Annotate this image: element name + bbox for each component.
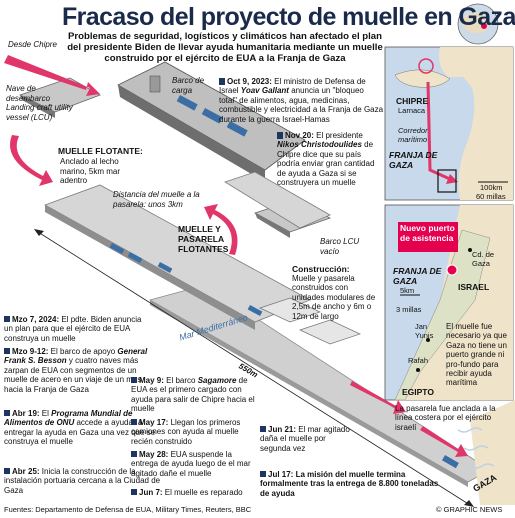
floating-pier-side: [45, 205, 255, 330]
label-barco-carga: Barco de carga: [172, 76, 205, 95]
map-label-nuevo-puerto: Nuevo puerto de asistencia: [400, 223, 455, 243]
map-label-larnaca: Larnaca: [398, 106, 426, 115]
timeline-bullet: [4, 410, 10, 416]
label-muelle-flotante-title: MUELLE FLOTANTE:: [58, 146, 143, 156]
label-distancia: Distancia del muelle a la pasarela: unos…: [113, 190, 200, 209]
map-label-egipto: EGIPTO: [402, 387, 434, 397]
label-muelle-flotante-text: Anclado al lecho marino, 5km mar adentro: [60, 157, 121, 185]
map-scale-mi-bottom: 3 millas: [396, 305, 422, 314]
timeline-may17: May 17: Llegan los primeros camiones con…: [131, 418, 241, 446]
label-muelle-pasarela: MUELLE Y PASARELA FLOTANTES: [178, 224, 229, 254]
timeline-jul17: Jul 17: La misión del muelle termina for…: [260, 470, 439, 498]
timeline-jun21: Jun 21: El mar agitado daña el muelle po…: [260, 425, 350, 453]
timeline-bullet: [4, 348, 10, 354]
timeline-mzo7: Mzo 7, 2024: El pdte. Biden anuncia un p…: [4, 315, 142, 343]
label-lcu: Nave de desembarco Landing craft utility…: [6, 84, 73, 122]
map-note: El muelle fue necesario ya que Gaza no t…: [446, 322, 507, 388]
cargo-ship: [117, 61, 306, 182]
map-scale-km-top: 100km: [480, 183, 503, 192]
timeline-may28: May 28: EUA suspende la entrega de ayuda…: [131, 450, 251, 478]
timeline-oct9: Oct 9, 2023: El ministro de Defensa de I…: [219, 77, 384, 124]
map-label-franja-bottom: FRANJA DE GAZA: [393, 266, 442, 286]
label-construccion-text: Muelle y pasarela construidos con unidad…: [292, 274, 376, 321]
map-top: [384, 46, 514, 201]
timeline-jun7: Jun 7: El muelle es reparado: [131, 488, 256, 497]
map-label-chipre: CHIPRE: [396, 96, 429, 106]
map-label-cd-gaza: Cd. de Gaza: [472, 250, 495, 268]
timeline-mzo9: Mzo 9-12: El barco de apoyo General Fran…: [4, 347, 148, 394]
timeline-bullet: [260, 471, 266, 477]
page-title: Fracaso del proyecto de muelle en Gaza: [62, 3, 515, 31]
beach-waves: [457, 427, 495, 469]
distance-arrow-head-bottom: [464, 500, 474, 507]
timeline-may9: May 9: El barco Sagamore de EUA es el pr…: [131, 376, 255, 414]
timeline-bullet: [131, 489, 137, 495]
timeline-nov20: Nov 20: El presidente Nikos Christodouli…: [277, 131, 375, 188]
map-bottom: [384, 204, 514, 401]
label-desde-chipre: Desde Chipre: [8, 40, 57, 49]
timeline-bullet: [219, 78, 225, 84]
label-pasarela-anclada: La pasarela fue anclada a la línea coste…: [395, 404, 496, 432]
timeline-bullet: [277, 132, 283, 138]
label-construccion-title: Construcción:: [292, 264, 350, 274]
timeline-bullet: [260, 426, 266, 432]
globe-map: [457, 3, 499, 45]
map-label-israel: ISRAEL: [458, 282, 490, 292]
floating-pier-small: [224, 171, 331, 229]
trucks: [109, 242, 459, 469]
modules: [259, 297, 361, 345]
map-label-corredor: Corredor marítimo: [398, 126, 428, 144]
distance-arrow-head-top: [34, 229, 44, 236]
map-scale-mi-top: 60 millas: [476, 192, 506, 201]
flow-arrows: [4, 55, 468, 457]
timeline-bullet: [4, 468, 10, 474]
footer-sources: Fuentes: Departamento de Defensa de EUA,…: [4, 505, 252, 514]
page-subtitle: Problemas de seguridad, logísticos y cli…: [67, 31, 383, 64]
map-label-franja-top: FRANJA DE GAZA: [389, 150, 438, 170]
causeway-side: [150, 300, 468, 487]
map-label-jan-yunis: Jan Yunis: [415, 322, 434, 340]
map-label-rafah: Rafah: [408, 356, 429, 365]
timeline-bullet: [131, 451, 137, 457]
timeline-abr19: Abr 19: El Programa Mundial de Alimentos…: [4, 409, 156, 447]
map-scale-km-bottom: 5km: [400, 286, 415, 295]
label-barco-lcu: Barco LCU vacío: [320, 237, 360, 256]
footer-credit: © GRAPHIC NEWS: [436, 505, 503, 514]
distance-arrow: [37, 231, 471, 506]
timeline-abr25: Abr 25: Inicia la construcción de la ins…: [4, 467, 161, 495]
timeline-bullet: [4, 316, 10, 322]
beach: [470, 400, 515, 505]
timeline-bullet: [131, 419, 137, 425]
timeline-bullet: [131, 377, 137, 383]
